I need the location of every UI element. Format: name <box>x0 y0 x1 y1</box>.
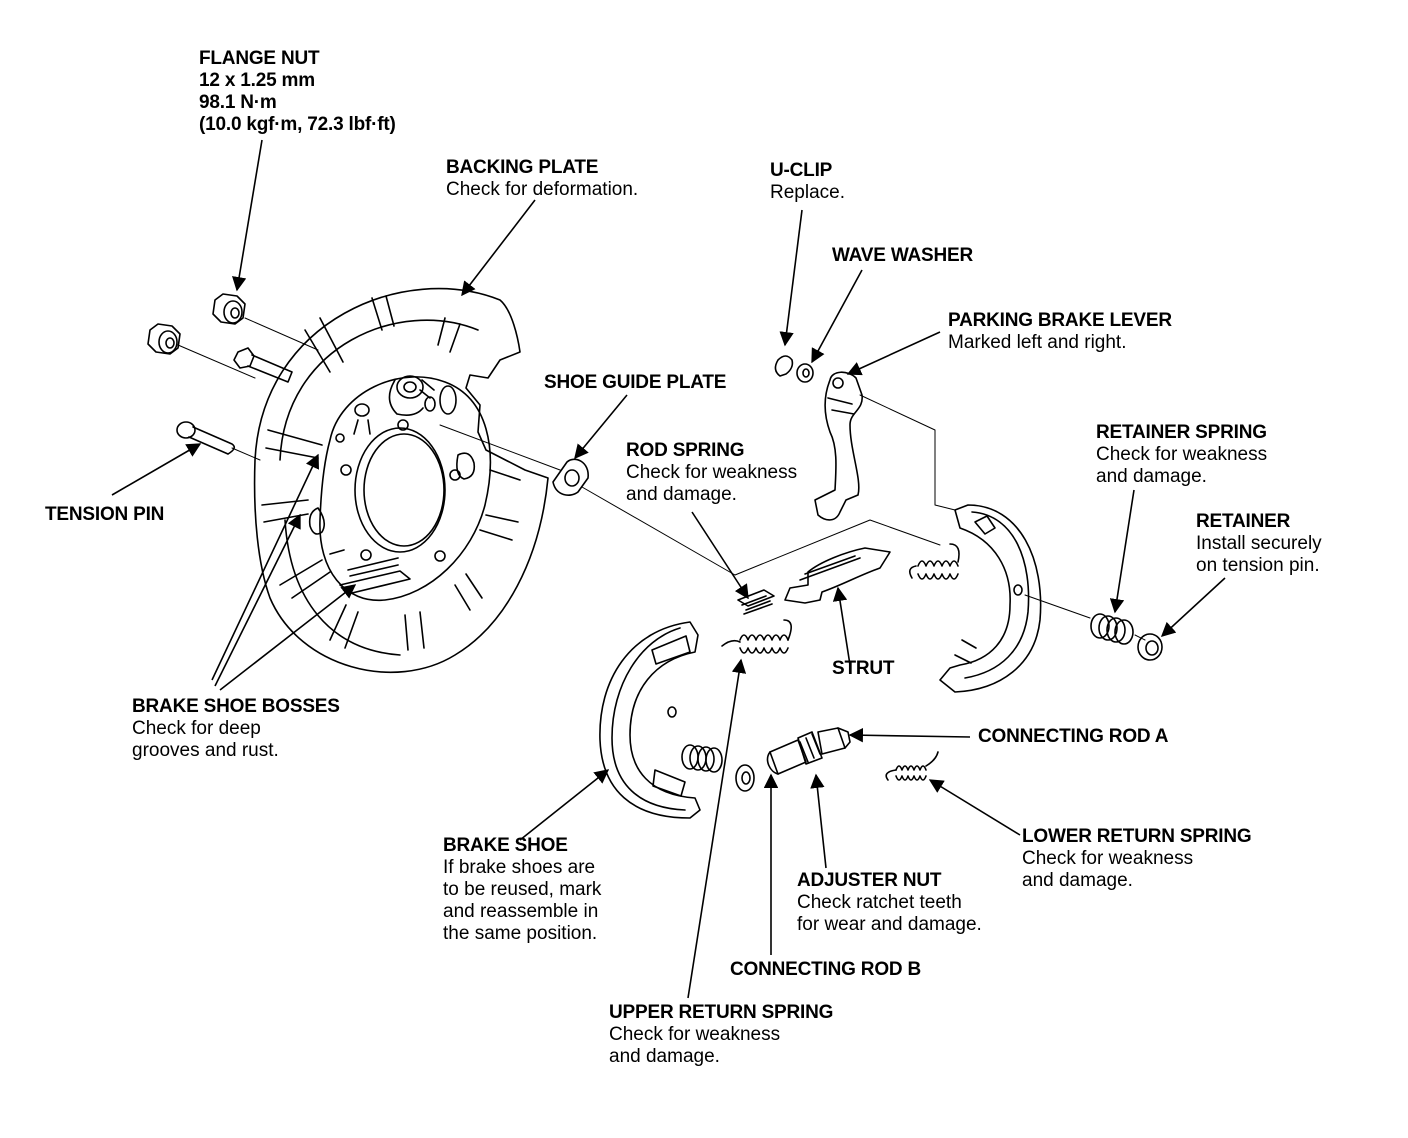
label-connecting-rod-b: CONNECTING ROD B <box>730 959 921 981</box>
strut-drawing <box>784 547 891 604</box>
upper-return-spring-desc-2: and damage. <box>609 1046 720 1067</box>
rod-spring-right-drawing <box>908 543 960 580</box>
backing-plate-desc: Check for deformation. <box>446 179 639 200</box>
lower-return-spring-desc-1: Check for weakness <box>1022 848 1194 869</box>
label-retainer-spring: RETAINER SPRING Check for weakness and d… <box>1096 422 1267 488</box>
upper-return-spring-drawing <box>721 619 792 654</box>
shoe-guide-plate-drawing <box>552 458 589 496</box>
shoe-guide-plate-title: SHOE GUIDE PLATE <box>544 372 727 393</box>
retainer-desc-2: on tension pin. <box>1196 555 1320 576</box>
adjuster-assembly-drawing <box>766 727 851 775</box>
rod-spring-desc-2: and damage. <box>626 484 737 505</box>
brake-shoe-bosses-desc-1: Check for deep <box>132 718 261 739</box>
rod-spring-desc-1: Check for weakness <box>626 462 798 483</box>
flange-nut-drawing <box>147 293 246 355</box>
lower-return-spring-drawing <box>885 751 939 781</box>
brake-shoe-desc-2: to be reused, mark <box>443 879 602 900</box>
parking-brake-lever-title: PARKING BRAKE LEVER <box>948 310 1172 331</box>
label-backing-plate: BACKING PLATE Check for deformation. <box>446 157 638 201</box>
label-connecting-rod-a: CONNECTING ROD A <box>978 726 1169 748</box>
parking-brake-lever-drawing <box>814 371 863 521</box>
retainer-title: RETAINER <box>1196 511 1291 532</box>
lower-return-spring-desc-2: and damage. <box>1022 870 1133 891</box>
right-brake-shoe-drawing <box>939 504 1042 693</box>
retainer-spring-drawing <box>1090 613 1134 645</box>
label-wave-washer: WAVE WASHER <box>832 245 973 267</box>
label-shoe-guide-plate: SHOE GUIDE PLATE <box>544 372 726 394</box>
label-parking-brake-lever: PARKING BRAKE LEVER Marked left and righ… <box>948 310 1172 354</box>
left-brake-shoe-drawing <box>599 621 701 819</box>
brake-shoe-desc-3: and reassemble in <box>443 901 599 922</box>
brake-shoe-bosses-desc-2: grooves and rust. <box>132 740 279 761</box>
brake-shoe-bosses-title: BRAKE SHOE BOSSES <box>132 696 340 717</box>
label-flange-nut: FLANGE NUT 12 x 1.25 mm 98.1 N·m (10.0 k… <box>199 48 396 136</box>
u-clip-title: U-CLIP <box>770 160 833 181</box>
retainer-spring-desc-2: and damage. <box>1096 466 1207 487</box>
backing-plate-drawing <box>253 287 549 674</box>
flange-nut-title: FLANGE NUT <box>199 48 320 69</box>
label-strut: STRUT <box>832 658 895 680</box>
upper-return-spring-desc-1: Check for weakness <box>609 1024 781 1045</box>
backing-plate-title: BACKING PLATE <box>446 157 599 178</box>
rod-spring-title: ROD SPRING <box>626 440 745 461</box>
label-upper-return-spring: UPPER RETURN SPRING Check for weakness a… <box>609 1002 833 1068</box>
strut-title: STRUT <box>832 658 895 679</box>
adjuster-nut-desc-2: for wear and damage. <box>797 914 982 935</box>
upper-return-spring-title: UPPER RETURN SPRING <box>609 1002 834 1023</box>
u-clip-desc: Replace. <box>770 182 845 203</box>
lower-return-spring-title: LOWER RETURN SPRING <box>1022 826 1252 847</box>
label-brake-shoe: BRAKE SHOE If brake shoes are to be reus… <box>443 835 601 945</box>
u-clip-drawing <box>774 355 794 377</box>
adjuster-nut-title: ADJUSTER NUT <box>797 870 942 891</box>
label-retainer: RETAINER Install securely on tension pin… <box>1196 511 1322 577</box>
wave-washer-drawing <box>796 363 814 383</box>
flange-nut-torque-alt: (10.0 kgf·m, 72.3 lbf·ft) <box>199 114 396 135</box>
adjuster-nut-desc-1: Check ratchet teeth <box>797 892 962 913</box>
wave-washer-title: WAVE WASHER <box>832 245 974 266</box>
hub-bolt-drawing <box>233 347 255 369</box>
label-tension-pin: TENSION PIN <box>45 504 164 526</box>
brake-shoe-desc-1: If brake shoes are <box>443 857 596 878</box>
label-brake-shoe-bosses: BRAKE SHOE BOSSES Check for deep grooves… <box>132 696 340 762</box>
tension-pin-drawing <box>176 421 236 455</box>
leader-arrows <box>111 139 1226 999</box>
flange-nut-size: 12 x 1.25 mm <box>199 70 315 91</box>
brake-shoe-desc-4: the same position. <box>443 923 598 944</box>
retainer-spring-title: RETAINER SPRING <box>1096 422 1267 443</box>
connecting-rod-a-title: CONNECTING ROD A <box>978 726 1169 747</box>
left-retainer-drawing <box>735 764 755 792</box>
label-adjuster-nut: ADJUSTER NUT Check ratchet teeth for wea… <box>797 870 982 936</box>
brake-shoe-title: BRAKE SHOE <box>443 835 568 856</box>
tension-pin-title: TENSION PIN <box>45 504 165 525</box>
label-lower-return-spring: LOWER RETURN SPRING Check for weakness a… <box>1022 826 1252 892</box>
retainer-spring-desc-1: Check for weakness <box>1096 444 1268 465</box>
left-retainer-spring-drawing <box>681 744 723 773</box>
flange-nut-torque: 98.1 N·m <box>199 92 277 113</box>
parking-brake-lever-desc: Marked left and right. <box>948 332 1127 353</box>
label-rod-spring: ROD SPRING Check for weakness and damage… <box>626 440 797 506</box>
connecting-rod-b-title: CONNECTING ROD B <box>730 959 922 980</box>
retainer-desc-1: Install securely <box>1196 533 1322 554</box>
rod-spring-drawing <box>737 589 775 615</box>
label-u-clip: U-CLIP Replace. <box>770 160 845 204</box>
retainer-drawing <box>1137 633 1163 661</box>
